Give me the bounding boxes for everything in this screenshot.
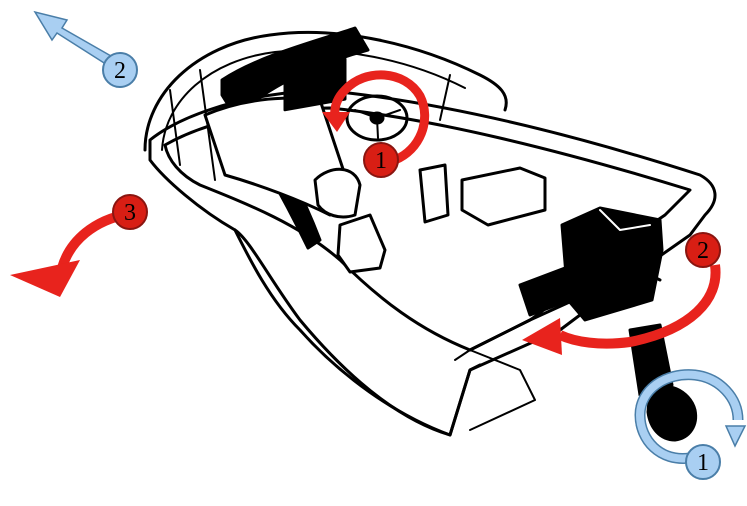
seat-right [418,163,450,224]
propeller [646,384,698,442]
cooler-box [460,166,547,227]
red-left-arrow [10,209,130,297]
transom-lower [454,349,536,431]
blue-propeller-arrow [634,369,747,464]
red-wheel-arrow [322,70,430,165]
svg-text:1: 1 [697,450,709,476]
straight-arrow-icon [33,10,120,70]
seat-left [313,167,362,219]
marker-blue-1: 1 [685,444,721,480]
marker-red-1: 1 [363,142,399,178]
blue-straight-arrow [33,10,120,70]
svg-text:2: 2 [697,238,709,264]
boat-illustration [143,26,717,442]
rotation-arrow-icon [330,70,430,165]
motor-cowling [560,206,664,322]
marker-red-2: 2 [685,232,721,268]
red-motor-arrow [522,264,721,355]
steering-wheel [345,94,409,142]
dash-panel [283,57,347,112]
rotation-arrow-icon [557,264,721,349]
svg-text:1: 1 [375,148,387,174]
svg-text:3: 3 [124,200,136,226]
bow-rail-inner [161,49,466,151]
bow-rail [143,30,508,152]
marker-red-3: 3 [112,194,148,230]
seat-base-left [336,213,387,274]
motor-mount [518,266,572,317]
svg-text:2: 2 [114,58,126,84]
hull-side [233,228,482,437]
marker-blue-2: 2 [102,52,138,88]
